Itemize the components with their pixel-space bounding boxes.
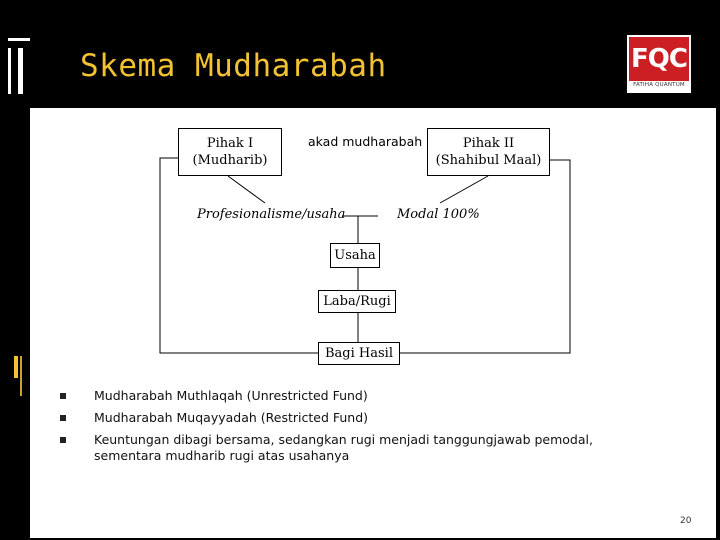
profesionalisme-label: Profesionalisme/usaha (197, 207, 346, 222)
pihak1-line2: (Mudharib) (192, 153, 268, 168)
fqc-logo: FQC FATIHA QUANTUM (627, 35, 691, 93)
usaha-label: Usaha (334, 248, 376, 263)
bullet-square-icon (60, 415, 66, 421)
content-panel (30, 108, 716, 538)
slide-title: Skema Mudharabah (80, 48, 387, 84)
bullet-text: Mudharabah Muqayyadah (Restricted Fund) (94, 410, 369, 425)
modal-label: Modal 100% (397, 207, 480, 222)
decorative-bar (14, 356, 18, 378)
page-number: 20 (680, 516, 692, 526)
left-decorative-strip (0, 0, 30, 540)
node-pihak-2: Pihak II (Shahibul Maal) (427, 128, 550, 176)
laba-rugi-label: Laba/Rugi (323, 294, 391, 309)
pihak1-line1: Pihak I (206, 136, 254, 151)
bullet-item: Mudharabah Muthlaqah (Unrestricted Fund) (60, 388, 660, 404)
pihak2-line2: (Shahibul Maal) (435, 153, 542, 168)
node-usaha: Usaha (330, 243, 380, 268)
connector-right-loop (400, 159, 571, 354)
node-bagi-hasil: Bagi Hasil (318, 342, 400, 365)
connector-pihak1-profesionalisme (227, 175, 266, 204)
logo-subtitle: FATIHA QUANTUM (633, 82, 685, 88)
bullet-text: Keuntungan dibagi bersama, sedangkan rug… (94, 432, 593, 463)
decorative-bar (20, 356, 22, 396)
bullet-list: Mudharabah Muthlaqah (Unrestricted Fund)… (60, 388, 660, 470)
node-pihak-1: Pihak I (Mudharib) (178, 128, 282, 176)
node-laba-rugi: Laba/Rugi (318, 290, 396, 313)
bullet-square-icon (60, 393, 66, 399)
bullet-item: Keuntungan dibagi bersama, sedangkan rug… (60, 432, 660, 464)
bullet-item: Mudharabah Muqayyadah (Restricted Fund) (60, 410, 660, 426)
decorative-bar (8, 48, 11, 94)
decorative-bar (18, 48, 23, 94)
bullet-text: Mudharabah Muthlaqah (Unrestricted Fund) (94, 388, 368, 403)
logo-mark: FQC (629, 37, 689, 81)
bagi-hasil-label: Bagi Hasil (325, 346, 393, 361)
decorative-bar (8, 38, 30, 41)
pihak2-line1: Pihak II (462, 136, 515, 151)
bullet-square-icon (60, 437, 66, 443)
akad-label: akad mudharabah (308, 134, 423, 149)
connector-left-loop (159, 157, 318, 354)
connector-pihak2-modal (439, 175, 489, 204)
